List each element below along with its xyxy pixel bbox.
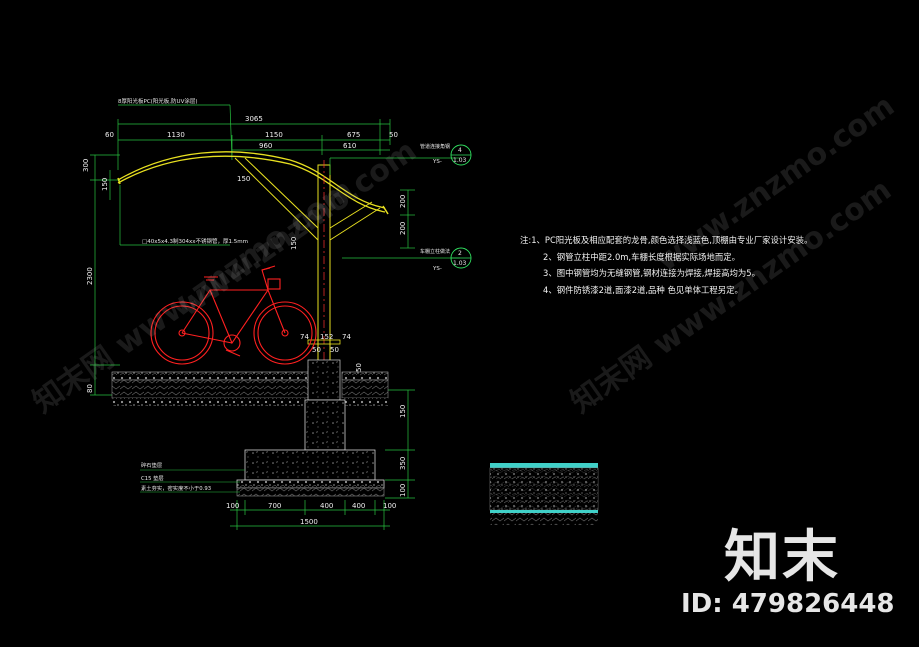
ref-lower-num: 2 (458, 250, 462, 257)
left-dimensions (90, 154, 120, 396)
dim-small-3: 74 (300, 333, 309, 341)
reference-upper: 管道连接角钢 YS- 4 1.03 (329, 143, 472, 175)
dim-right-1: 200 (399, 195, 407, 208)
ref-lower-label: 车棚立柱做法 (420, 248, 450, 255)
right-dimension-texts: 200 200 150 350 100 (399, 195, 407, 497)
ref-upper-sheet: 1.03 (453, 157, 467, 164)
member-dims: 150 150 50 152 74 74 50 50 (237, 175, 363, 372)
dim-member-1: 150 (237, 175, 250, 183)
bicycle-illustration (150, 265, 317, 365)
dim-bottom-4: 400 (352, 502, 365, 510)
dim-bottom-2: 700 (268, 502, 281, 510)
dim-small-5: 50 (330, 346, 339, 354)
reference-lower: 车棚立柱做法 YS- 2 1.03 (342, 247, 472, 272)
dim-right-2: 200 (399, 222, 407, 235)
ref-upper-prefix: YS- (432, 159, 442, 165)
foundation-label-1: 碎石垫层 (141, 461, 162, 469)
dim-small-1: 50 (312, 346, 321, 354)
dim-right-5: 100 (399, 484, 407, 497)
brand-watermark: 知末 (724, 525, 840, 590)
roof-label: 8厚阳光板PC(阳光板,防UV涂层) (118, 97, 198, 105)
top-dimension-texts: 3065 60 1130 1150 675 50 960 610 (105, 115, 398, 150)
dim-second-2: 610 (343, 142, 356, 150)
ref-upper-num: 4 (458, 147, 462, 154)
dim-left-2: 150 (101, 178, 109, 191)
purlin-label: □40x5x4.3制304xx不锈钢管，厚1.5mm (142, 237, 248, 245)
note-2: 2、钢管立柱中距2.0m,车棚长度根据实际场地而定。 (543, 251, 740, 262)
roof-label-group: 8厚阳光板PC(阳光板,防UV涂层) (118, 97, 233, 161)
material-legend (489, 463, 599, 525)
bottom-dimensions (230, 500, 390, 530)
dim-total-width: 3065 (245, 115, 263, 123)
image-id-label: ID: 479826448 (681, 589, 895, 619)
dim-bottom-1: 100 (226, 502, 239, 510)
right-dimensions (385, 189, 415, 499)
ref-upper-label: 管道连接角钢 (420, 143, 450, 150)
dim-bottom-total: 1500 (300, 518, 318, 526)
dim-top-5: 50 (389, 131, 398, 139)
dim-top-1: 60 (105, 131, 114, 139)
dim-top-2: 1130 (167, 131, 185, 139)
dim-top-4: 675 (347, 131, 360, 139)
foundation-label-2: C15 垫层 (141, 474, 164, 482)
dim-member-2: 150 (290, 237, 298, 250)
foundation-label-3: 素土夯实，密实度不小于0.93 (141, 484, 211, 492)
purlin-label-group: □40x5x4.3制304xx不锈钢管，厚1.5mm (119, 185, 248, 246)
top-dimensions (117, 119, 391, 170)
dim-left-4: 80 (86, 384, 94, 393)
dim-top-3: 1150 (265, 131, 283, 139)
bottom-dimension-texts: 100 700 400 400 100 1500 (226, 502, 396, 526)
dim-bottom-5: 100 (383, 502, 396, 510)
foundation-labels: 碎石垫层 C15 垫层 素土夯实，密实度不小于0.93 (140, 461, 245, 493)
ref-lower-sheet: 1.03 (453, 260, 467, 267)
dim-bottom-3: 400 (320, 502, 333, 510)
dim-second-1: 960 (259, 142, 272, 150)
canopy-frame (234, 157, 381, 241)
foundation-footing (236, 399, 385, 497)
ref-lower-prefix: YS- (432, 266, 442, 272)
dim-left-3: 2300 (86, 267, 94, 285)
dim-small-2: 152 (320, 333, 333, 341)
dim-small-4: 74 (342, 333, 351, 341)
dim-small-6: 50 (355, 363, 363, 372)
note-1: 注:1、PC阳光板及相应配套的龙骨,颜色选择浅蓝色,顶棚由专业厂家设计安装。 (520, 235, 813, 245)
left-dimension-texts: 300 150 2300 80 (82, 159, 109, 393)
ground-section (111, 359, 389, 406)
note-4: 4、钢件防锈漆2道,面漆2道,品种 色见单体工程另定。 (543, 284, 743, 295)
design-notes: 注:1、PC阳光板及相应配套的龙骨,颜色选择浅蓝色,顶棚由专业厂家设计安装。 2… (520, 232, 812, 298)
dim-left-1: 300 (82, 159, 90, 172)
dim-right-4: 350 (399, 457, 407, 470)
dim-right-3: 150 (399, 405, 407, 418)
canopy-roof (117, 151, 389, 215)
note-3: 3、图中钢管均为无缝钢管,钢材连接为焊接,焊接高均为5。 (543, 268, 760, 278)
